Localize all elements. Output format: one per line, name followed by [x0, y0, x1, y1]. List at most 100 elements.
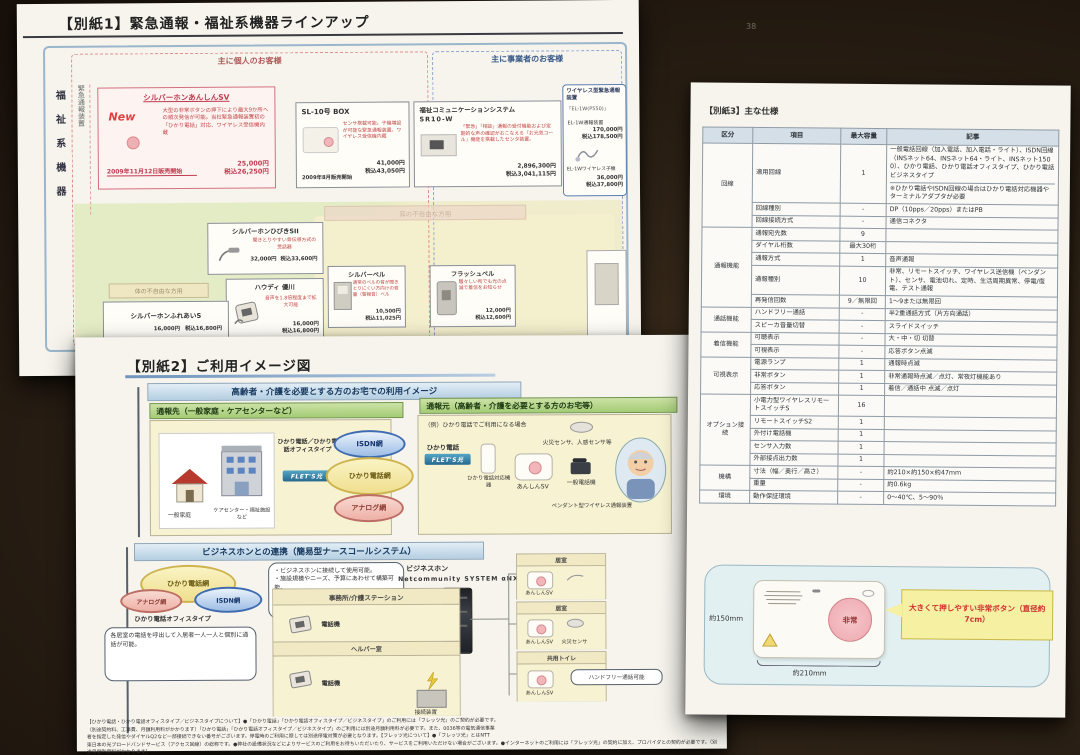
spec-item-cell: 再発信回数	[751, 294, 840, 309]
spec-item-cell: 可視表示	[750, 344, 839, 359]
product-sr10: 福祉コミュニケーションシステム SR10-W 「緊急」「相談」通報の受付機能およ…	[413, 100, 562, 188]
spec-header-item: 項目	[752, 127, 841, 145]
hearing-label: 耳の不自由な方用	[324, 204, 527, 222]
modem-label: ひかり電話対応機器	[467, 475, 511, 489]
room-header: 居室	[517, 602, 606, 615]
product-name: 福祉コミュニケーションシステム	[419, 105, 516, 115]
footnote-line: 東日本の光ブロードバンドサービス（アクセス回線）の総称です。●弊社の設備状況など…	[86, 739, 717, 755]
spec-item-cell: 回線種別	[752, 202, 841, 217]
spec-item-cell: 通報種別	[751, 265, 840, 296]
device-thumb-icon	[420, 134, 457, 157]
product-name: シルバーホンひびきSII	[231, 227, 299, 236]
product-sl10: SL-10号 BOX センサ搭載可能。子機増設が可能な緊急通報装置。ワイヤレス受…	[295, 101, 410, 189]
price: 12,000円	[485, 307, 511, 314]
anshin-label: あんしんSV	[525, 690, 554, 697]
src-box: （例）ひかり電話でご利用になる場合 ひかり電話 FLET'S光 ひかり電話対応機…	[417, 413, 672, 535]
phone-icon	[570, 458, 591, 475]
spec-item-cell: ハンドフリー通話	[751, 307, 840, 321]
house-label: 一般家庭	[167, 512, 192, 520]
spec-capacity-cell: 1	[838, 416, 885, 430]
paper1-lineup-sheet: 【別紙1】緊急通報・福祉系機器ラインアップ 福祉系機器 主に個人のお客様 緊急通…	[16, 0, 642, 377]
spec-item-cell: スピーカ音量切替	[751, 319, 840, 334]
spec-category-cell: 着信機能	[700, 331, 752, 358]
handset-icon	[218, 247, 240, 262]
device-thumb-icon	[126, 136, 140, 150]
spec-row: 環境動作保証環境-0～40℃、5～90％	[699, 490, 1056, 506]
center-label: ケアセンター・福祉施設など	[213, 507, 271, 521]
spec-category-cell: 可視表示	[700, 356, 751, 395]
product-price: 41,000円 税込43,050円	[365, 160, 405, 175]
spec-item-cell: 重量	[749, 478, 838, 492]
emergency-button: 非常	[827, 597, 873, 642]
house-icon	[171, 468, 208, 503]
paper2-title: 【別紙2】ご利用イメージ図	[127, 358, 312, 376]
spec-capacity-cell: 1	[837, 454, 885, 467]
spec-item-cell: 応答ボタン	[750, 382, 839, 396]
line-label: ひかり電話／ひかり電話オフィスタイプ	[277, 438, 338, 454]
room-header: 共用トイレ	[517, 652, 606, 665]
spec-capacity-cell: 1	[839, 253, 886, 267]
tax-price: 税込178,500円	[581, 133, 623, 141]
tax-price: 税込3,041,115円	[505, 170, 556, 178]
new-badge: New	[108, 110, 136, 124]
price: 2,896,300円	[517, 163, 556, 170]
section2-header: ビジネスホンとの連携（簡易型ナースコールシステム）	[133, 541, 485, 562]
spec-item-cell: 回線接続方式	[751, 215, 841, 229]
helper-phone-row: 電話機	[273, 655, 460, 717]
item1-price: 170,000円 税込178,500円	[582, 127, 623, 141]
device-led	[862, 589, 875, 597]
product-desc: 音声を1.8倍程度まで拡大可能	[264, 295, 317, 308]
anshin-label: あんしんSV	[525, 590, 553, 597]
spec-capacity-cell: 1	[838, 358, 885, 371]
group-business-label: 主に事業者のお客様	[491, 54, 564, 64]
price: 41,000円	[376, 160, 405, 167]
product-price: 10,500円 税込11,025円	[365, 309, 401, 323]
product-desc: 通常のベルの音が聞きとりにくい方向けの音量（警報音）ベル	[352, 280, 399, 299]
product-el1w: ワイヤレス型緊急通報装置 「EL-1W(P550)」 EL-1W通報装置 170…	[562, 83, 628, 197]
station-column: 事務所/介護ステーション 電話機 ヘルパー室 電話機	[272, 587, 461, 717]
spec-capacity-cell: -	[837, 491, 884, 505]
network-analog-2: アナログ網	[120, 588, 183, 614]
product-fragment	[586, 249, 628, 341]
spec-capacity-cell: -	[838, 333, 886, 346]
spec-capacity-cell: -	[839, 216, 887, 229]
product-name: シルバーベル	[348, 271, 386, 279]
spec-item-cell: 適用回線	[752, 143, 841, 204]
product-name: SL-10号 BOX	[301, 107, 350, 117]
price: 32,000円	[250, 256, 277, 263]
body-label: 体の不自由な方用	[108, 282, 209, 299]
button-callout-text: 大きくて押しやすい非常ボタン（直径約7cm）	[908, 603, 1046, 624]
spec-header-category: 区分	[702, 126, 753, 144]
page-number: 38	[746, 22, 757, 31]
product-price: 12,000円 税込12,600円	[475, 308, 511, 322]
product-silverbell: シルバーベル 通常のベルの音が聞きとりにくい方向けの音量（警報音）ベル 10,5…	[327, 265, 406, 329]
spec-header-capacity: 最大容量	[840, 128, 887, 145]
spec-item-cell: 通報宛先数	[751, 227, 840, 242]
spec-capacity-cell: 1	[840, 144, 887, 204]
bizphone-label: ビジネスホン	[406, 564, 449, 573]
phone-icon	[234, 301, 259, 325]
anshin-label: あんしんSV	[516, 483, 549, 491]
tax-price: 税込33,600円	[280, 256, 318, 263]
spec-item-cell: 可聴表示	[750, 332, 840, 346]
product-hibiki: シルバーホンひびきSII 聞きとりやすい骨伝導方式の受話器 32,000円 税込…	[207, 222, 324, 275]
connector-device-icon	[416, 689, 447, 708]
phone-icon	[289, 615, 312, 634]
example-label: （例）ひかり電話でご利用になる場合	[424, 421, 527, 429]
lineup-frame: 福祉系機器 主に個人のお客様 緊急通報装置 主に事業者のお客様 シルバーホンあん…	[43, 41, 630, 352]
spec-header-note: 記事	[886, 128, 1059, 146]
spec-category-cell: 機構	[699, 465, 750, 491]
spec-note-cell: 一般電話回線（加入電話、加入電話・ライト）、ISDN回線（INSネット64、IN…	[886, 144, 1059, 206]
product-price: 16,000円 税込16,800円	[154, 326, 222, 333]
spec-note-cell: 非常、リモートスイッチ、ワイヤレス送信機（ペンダント）、センサ、電池切れ、定時、…	[885, 266, 1058, 298]
spec-capacity-cell: -	[839, 308, 886, 321]
device-slot	[812, 589, 821, 593]
spec-item-cell: リモートスイッチS2	[750, 415, 839, 430]
product-price: 32,000円 税込33,600円	[250, 256, 317, 263]
ceiling-sensor-icon	[569, 421, 593, 433]
release-date: 2009年11月12日販売開始	[106, 165, 197, 177]
spec-category-cell: 通報機能	[701, 227, 752, 308]
item1-label: EL-1W通報装置	[567, 120, 604, 127]
